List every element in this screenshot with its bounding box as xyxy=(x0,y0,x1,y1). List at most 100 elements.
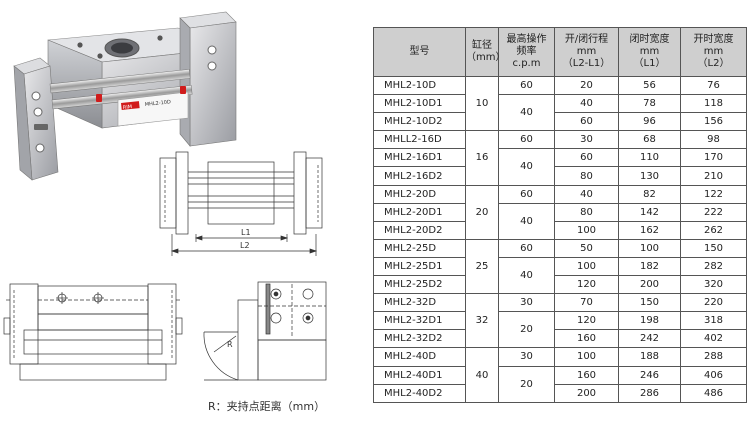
header-open-width: 开时宽度 mm （L2） xyxy=(680,27,747,77)
cell-open: 406 xyxy=(680,365,747,385)
cell-model: MHL2-10D2 xyxy=(373,112,466,132)
cell-frequency: 60 xyxy=(498,184,555,204)
cell-model: MHLL2-16D xyxy=(373,130,466,150)
cell-open: 220 xyxy=(680,293,747,313)
cell-closed: 182 xyxy=(618,256,681,277)
cell-stroke: 100 xyxy=(554,256,619,277)
cell-closed: 246 xyxy=(618,365,681,385)
cell-closed: 162 xyxy=(618,220,681,240)
cell-stroke: 100 xyxy=(554,220,619,240)
cell-stroke: 30 xyxy=(554,130,619,150)
cell-stroke: 60 xyxy=(554,148,619,168)
cell-stroke: 80 xyxy=(554,166,619,186)
header-frequency: 最高操作 频率 c.p.m xyxy=(498,27,555,77)
cell-model: MHL2-16D2 xyxy=(373,166,466,186)
table-header-row: 型号 缸径 （mm） 最高操作 频率 c.p.m 开/闭行程 mm （L2-L1… xyxy=(373,27,747,77)
cell-closed: 286 xyxy=(618,383,681,403)
spec-table-container: 型号 缸径 （mm） 最高操作 频率 c.p.m 开/闭行程 mm （L2-L1… xyxy=(373,27,747,403)
cell-stroke: 40 xyxy=(554,184,619,204)
cell-open: 122 xyxy=(680,184,747,204)
gripper-drawings: RIM MHL2-10D xyxy=(3,11,327,381)
cell-open: 402 xyxy=(680,329,747,349)
cell-model: MHL2-40D xyxy=(373,347,466,367)
cell-frequency: 40 xyxy=(498,256,555,295)
cell-stroke: 160 xyxy=(554,329,619,349)
cell-open: 222 xyxy=(680,202,747,222)
cell-model: MHL2-40D2 xyxy=(373,383,466,403)
cell-model: MHL2-16D1 xyxy=(373,148,466,168)
cell-stroke: 80 xyxy=(554,202,619,222)
cell-bore: 32 xyxy=(465,293,499,349)
cell-stroke: 40 xyxy=(554,94,619,114)
product-illustrations: RIM MHL2-10D xyxy=(0,0,365,423)
cell-open: 486 xyxy=(680,383,747,403)
cell-frequency: 40 xyxy=(498,148,555,186)
cell-closed: 130 xyxy=(618,166,681,186)
cell-stroke: 60 xyxy=(554,112,619,132)
cell-open: 288 xyxy=(680,347,747,367)
header-bore: 缸径 （mm） xyxy=(465,27,505,77)
cell-open: 320 xyxy=(680,275,747,295)
cell-stroke: 20 xyxy=(554,75,619,96)
cell-closed: 188 xyxy=(618,347,681,367)
cell-open: 170 xyxy=(680,148,747,168)
cell-closed: 110 xyxy=(618,148,681,168)
cell-open: 118 xyxy=(680,94,747,114)
cell-stroke: 120 xyxy=(554,275,619,295)
cell-bore: 40 xyxy=(465,347,499,403)
cell-closed: 142 xyxy=(618,202,681,222)
cell-open: 76 xyxy=(680,75,747,96)
cell-stroke: 120 xyxy=(554,311,619,331)
clamping-distance-caption: R：夹持点距离（mm） xyxy=(208,400,326,413)
front-view-drawing xyxy=(3,283,183,381)
cell-closed: 150 xyxy=(618,293,681,313)
dimension-l1-label: L1 xyxy=(241,228,251,237)
side-view-drawing xyxy=(203,281,327,381)
cell-frequency: 60 xyxy=(498,75,555,96)
spec-table: 型号 缸径 （mm） 最高操作 频率 c.p.m 开/闭行程 mm （L2-L1… xyxy=(373,27,747,403)
cell-stroke: 200 xyxy=(554,383,619,403)
cell-open: 210 xyxy=(680,166,747,186)
cell-frequency: 40 xyxy=(498,94,555,132)
brand-label: RIM xyxy=(123,104,133,111)
cell-stroke: 50 xyxy=(554,238,619,258)
cell-frequency: 30 xyxy=(498,293,555,313)
cell-frequency: 20 xyxy=(498,365,555,403)
cell-open: 156 xyxy=(680,112,747,132)
cell-frequency: 60 xyxy=(498,130,555,150)
cell-open: 150 xyxy=(680,238,747,258)
cell-model: MHL2-10D xyxy=(373,75,466,96)
cell-frequency: 40 xyxy=(498,202,555,240)
cell-open: 282 xyxy=(680,256,747,277)
header-closed-width: 闭时宽度 mm （L1） xyxy=(618,27,681,77)
cell-model: MHL2-20D1 xyxy=(373,202,466,222)
cell-model: MHL2-20D2 xyxy=(373,220,466,240)
cell-closed: 68 xyxy=(618,130,681,150)
cell-model: MHL2-25D2 xyxy=(373,275,466,295)
dimension-l2-label: L2 xyxy=(240,241,250,250)
cell-closed: 96 xyxy=(618,112,681,132)
gripper-photo: RIM MHL2-10D xyxy=(13,11,237,181)
cell-model: MHL2-10D1 xyxy=(373,94,466,114)
cell-model: MHL2-20D xyxy=(373,184,466,204)
cell-bore: 16 xyxy=(465,130,499,186)
cell-model: MHL2-32D xyxy=(373,293,466,313)
cell-model: MHL2-25D xyxy=(373,238,466,258)
cell-model: MHL2-32D1 xyxy=(373,311,466,331)
model-label: MHL2-10D xyxy=(145,99,172,108)
